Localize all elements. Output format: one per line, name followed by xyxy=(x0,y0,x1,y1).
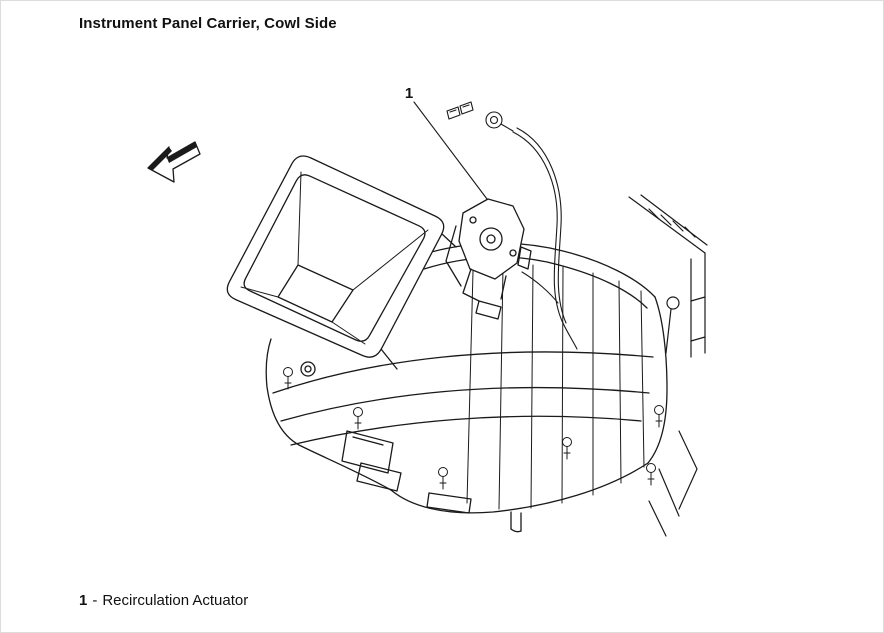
callout-leader-line xyxy=(413,101,488,200)
legend-item-label: Recirculation Actuator xyxy=(102,592,249,609)
ring-terminal xyxy=(485,111,514,132)
direction-arrow-icon xyxy=(147,141,201,183)
hvac-module-body xyxy=(265,233,668,533)
cowl-structure xyxy=(628,194,708,537)
legend-item-number: 1 xyxy=(79,592,88,609)
duct-collar xyxy=(226,155,445,358)
callout-1: 1 xyxy=(405,85,488,200)
legend: 1-Recirculation Actuator xyxy=(79,592,248,609)
callout-number: 1 xyxy=(405,85,413,102)
legend-separator: - xyxy=(92,592,98,609)
mounting-screws xyxy=(283,367,664,490)
harness-clip xyxy=(446,101,474,120)
figure-title: Instrument Panel Carrier, Cowl Side xyxy=(79,15,337,32)
wiring-harness xyxy=(512,127,578,350)
recirculation-actuator xyxy=(445,198,532,320)
